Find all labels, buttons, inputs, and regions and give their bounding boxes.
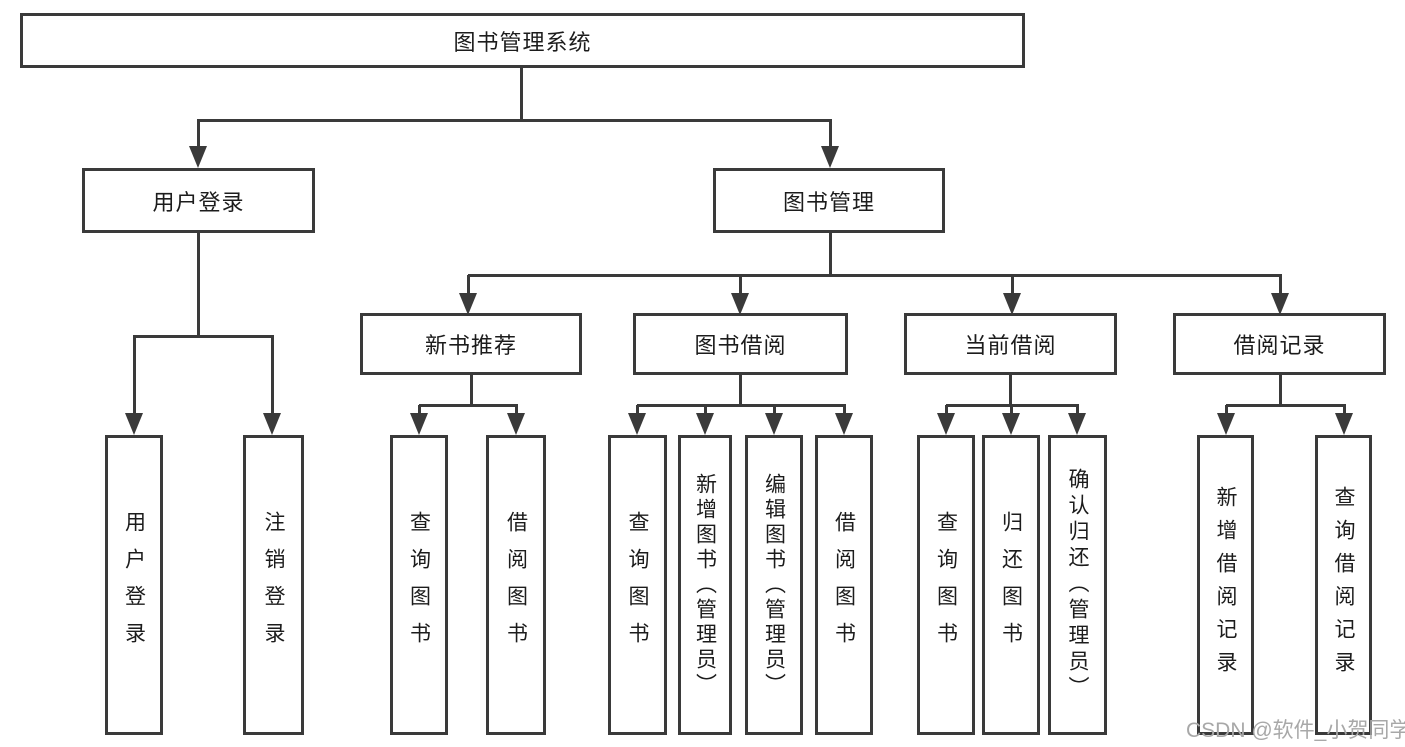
connector-line <box>635 405 639 415</box>
connector-line <box>133 334 274 338</box>
connector-line <box>419 403 518 407</box>
connector-line <box>637 403 846 407</box>
connector-line <box>466 275 470 295</box>
leaf-query-books-borrowing: 查询图书 <box>608 435 667 735</box>
arrowhead-down-icon <box>1068 413 1086 435</box>
connector-line <box>197 118 832 122</box>
leaf-user-login: 用户登录 <box>105 435 163 735</box>
connector-line <box>196 233 200 336</box>
connector-line <box>1226 403 1346 407</box>
arrowhead-down-icon <box>263 413 281 435</box>
arrowhead-down-icon <box>507 413 525 435</box>
node-borrowing-records: 借阅记录 <box>1173 313 1386 375</box>
leaf-borrow-books-recommend: 借阅图书 <box>486 435 546 735</box>
connector-line <box>944 405 948 415</box>
connector-line <box>738 275 742 295</box>
connector-line <box>1009 405 1013 415</box>
arrowhead-down-icon <box>125 413 143 435</box>
node-label: 查询图书 <box>626 511 649 659</box>
node-label: 归还图书 <box>999 511 1023 659</box>
connector-line <box>196 120 200 150</box>
leaf-borrow-books-borrowing: 借阅图书 <box>815 435 873 735</box>
connector-line <box>132 336 136 415</box>
arrowhead-down-icon <box>821 146 839 168</box>
connector-line <box>1010 275 1014 295</box>
node-label: 查询图书 <box>934 511 958 659</box>
connector-line <box>946 403 1079 407</box>
csdn-watermark: CSDN @软件_小贺同学 <box>1186 719 1405 742</box>
arrowhead-down-icon <box>1217 413 1235 435</box>
leaf-confirm-return-admin: 确认归还（管理员） <box>1048 435 1107 735</box>
node-user-login: 用户登录 <box>82 168 315 233</box>
connector-line <box>772 405 776 415</box>
arrowhead-down-icon <box>1271 293 1289 315</box>
node-label: 编辑图书（管理员） <box>762 472 786 698</box>
node-label: 确认归还（管理员） <box>1066 468 1089 702</box>
connector-line <box>1008 375 1012 405</box>
node-label: 查询借阅记录 <box>1332 486 1355 684</box>
connector-line <box>703 405 707 415</box>
arrowhead-down-icon <box>1003 293 1021 315</box>
arrowhead-down-icon <box>765 413 783 435</box>
connector-line <box>842 405 846 415</box>
arrowhead-down-icon <box>731 293 749 315</box>
arrowhead-down-icon <box>937 413 955 435</box>
arrowhead-down-icon <box>410 413 428 435</box>
node-new-book-recommend: 新书推荐 <box>360 313 582 375</box>
node-current-borrowing: 当前借阅 <box>904 313 1117 375</box>
node-label: 用户登录 <box>122 511 146 659</box>
arrowhead-down-icon <box>835 413 853 435</box>
node-label: 新增借阅记录 <box>1214 486 1237 684</box>
leaf-query-books-recommend: 查询图书 <box>390 435 448 735</box>
node-book-management: 图书管理 <box>713 168 945 233</box>
node-label: 新书推荐 <box>424 333 517 358</box>
node-label: 当前借阅 <box>964 333 1057 358</box>
node-label: 注销登录 <box>262 511 285 659</box>
leaf-logout: 注销登录 <box>243 435 304 735</box>
connector-line <box>468 273 1282 277</box>
connector-line <box>828 120 832 150</box>
arrowhead-down-icon <box>1002 413 1020 435</box>
node-label: 图书管理系统 <box>453 29 592 55</box>
leaf-add-borrow-record: 新增借阅记录 <box>1197 435 1254 735</box>
connector-line <box>469 375 473 405</box>
arrowhead-down-icon <box>696 413 714 435</box>
leaf-edit-books-admin: 编辑图书（管理员） <box>745 435 803 735</box>
arrowhead-down-icon <box>628 413 646 435</box>
connector-line <box>417 405 421 415</box>
connector-line <box>1342 405 1346 415</box>
node-label: 借阅图书 <box>832 511 856 659</box>
node-label: 图书管理 <box>782 189 875 215</box>
node-label: 查询图书 <box>407 511 431 659</box>
connector-line <box>828 233 832 275</box>
leaf-query-books-current: 查询图书 <box>917 435 975 735</box>
connector-line <box>1075 405 1079 415</box>
connector-line <box>1278 275 1282 295</box>
connector-line <box>1224 405 1228 415</box>
arrowhead-down-icon <box>1335 413 1353 435</box>
connector-line <box>519 68 523 120</box>
node-label: 图书借阅 <box>694 333 787 358</box>
node-library-system: 图书管理系统 <box>20 13 1025 68</box>
arrowhead-down-icon <box>459 293 477 315</box>
node-label: 借阅图书 <box>504 511 528 659</box>
leaf-return-books: 归还图书 <box>982 435 1040 735</box>
connector-line <box>738 375 742 405</box>
leaf-query-borrow-record: 查询借阅记录 <box>1315 435 1372 735</box>
node-book-borrowing: 图书借阅 <box>633 313 848 375</box>
connector-line <box>1278 375 1282 405</box>
node-label: 用户登录 <box>152 189 245 215</box>
connector-line <box>270 336 274 415</box>
node-label: 新增图书（管理员） <box>693 472 717 698</box>
node-label: 借阅记录 <box>1233 333 1326 358</box>
arrowhead-down-icon <box>189 146 207 168</box>
connector-line <box>514 405 518 415</box>
leaf-add-books-admin: 新增图书（管理员） <box>678 435 732 735</box>
